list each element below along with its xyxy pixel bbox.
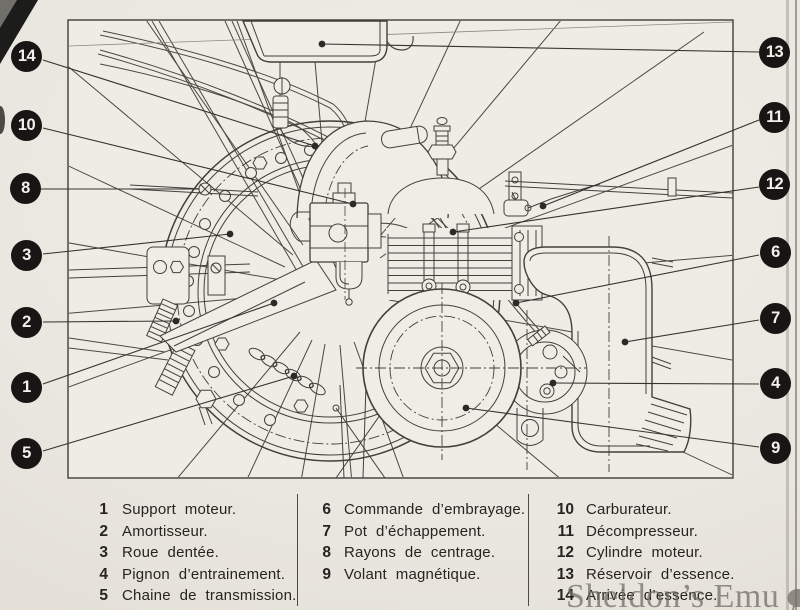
- callout-13: 13: [759, 37, 790, 68]
- ignition-coil: [380, 125, 428, 149]
- page-edge-shadow: [786, 0, 789, 610]
- legend-item-number: 9: [322, 565, 331, 583]
- callout-2: 2: [11, 307, 42, 338]
- support-arm: [159, 259, 337, 353]
- legend-item-label: Roue dentée.: [122, 544, 219, 562]
- callout-leader-lines: [41, 40, 760, 452]
- callout-5: 5: [11, 438, 42, 469]
- legend-item-number: 5: [99, 587, 108, 605]
- figure-frame-border: [67, 19, 734, 479]
- callout-4: 4: [760, 368, 791, 399]
- spark-plug: [427, 117, 457, 176]
- legend-item-number: 11: [557, 522, 574, 540]
- legend-item: 2 Amortisseur.: [88, 523, 297, 544]
- legend-item: 8 Rayons de centrage.: [315, 544, 528, 565]
- legend-column-3: 10 Carburateur. 11 Décompresseur. 12 Cylind…: [528, 494, 778, 606]
- legend-item-number: 4: [99, 565, 108, 583]
- callout-7: 7: [760, 303, 791, 334]
- carburetor: [289, 182, 382, 306]
- legend-item-number: 8: [322, 544, 331, 562]
- legend-item: 12 Cylindre moteur.: [548, 544, 778, 565]
- legend-item-label: Amortisseur.: [122, 522, 208, 540]
- legend-item-number: 6: [322, 501, 331, 518]
- legend-item: 4 Pignon d’entrainement.: [88, 566, 297, 587]
- drive-chain: [248, 347, 326, 396]
- legend-item: 7 Pot d’échappement.: [315, 523, 528, 544]
- callout-12: 12: [759, 169, 790, 200]
- legend-item-label: Réservoir d’essence.: [586, 565, 735, 583]
- callout-3: 3: [11, 240, 42, 271]
- legend: 1 Support moteur. 2 Amortisseur. 3 Roue den…: [0, 494, 800, 610]
- legend-item-label: Volant magnétique.: [344, 565, 481, 583]
- legend-item: 10 Carburateur.: [548, 501, 778, 522]
- page-edge-line: [795, 0, 797, 610]
- legend-column-2: 6 Commande d’embrayage. 7 Pot d’échappemen…: [297, 494, 528, 606]
- legend-item-number: 2: [99, 522, 108, 540]
- legend-item-label: Rayons de centrage.: [344, 544, 496, 562]
- exhaust-muffler: [523, 236, 692, 472]
- legend-item-label: Arrivée d’essence.: [586, 587, 718, 605]
- engine-mount: [68, 246, 337, 426]
- page-corner-mount: [0, 0, 38, 64]
- fuel-tank: [241, 20, 388, 179]
- callout-11: 11: [759, 102, 790, 133]
- clutch-cable: [526, 325, 581, 373]
- legend-item: 1 Support moteur.: [88, 501, 297, 522]
- legend-item-label: Pot d’échappement.: [344, 522, 486, 540]
- legend-column-1: 1 Support moteur. 2 Amortisseur. 3 Roue den…: [88, 494, 297, 606]
- callout-1: 1: [11, 372, 42, 403]
- legend-item: 13 Réservoir d’essence.: [548, 566, 778, 587]
- legend-item-number: 10: [556, 501, 574, 518]
- legend-item-label: Support moteur.: [122, 501, 237, 518]
- legend-item: 14 Arrivée d’essence.: [548, 587, 778, 608]
- legend-item: 5 Chaine de transmission.: [88, 587, 297, 608]
- legend-item: 9 Volant magnétique.: [315, 566, 528, 587]
- legend-item: 3 Roue dentée.: [88, 544, 297, 565]
- cylinder: [386, 223, 543, 301]
- callout-6: 6: [760, 237, 791, 268]
- legend-item: 11 Décompresseur.: [548, 523, 778, 544]
- shock-absorber-spring: [146, 298, 217, 426]
- legend-item-number: 3: [99, 544, 108, 562]
- legend-item-label: Chaine de transmission.: [122, 587, 297, 605]
- engine: [289, 117, 734, 306]
- legend-item-number: 12: [556, 544, 574, 562]
- legend-item-number: 13: [556, 565, 574, 583]
- legend-item-number: 7: [322, 522, 331, 540]
- legend-item-number: 14: [556, 587, 574, 605]
- legend-item: 6 Commande d’embrayage.: [315, 501, 528, 522]
- stand-brace: [332, 384, 389, 479]
- legend-item-label: Décompresseur.: [586, 522, 699, 540]
- legend-item-label: Commande d’embrayage.: [344, 501, 526, 518]
- magneto-flywheel: [356, 283, 586, 460]
- legend-item-label: Carburateur.: [586, 501, 672, 518]
- callout-9: 9: [760, 433, 791, 464]
- legend-item-label: Pignon d’entrainement.: [122, 565, 286, 583]
- callout-10: 10: [11, 110, 42, 141]
- callout-14: 14: [11, 41, 42, 72]
- legend-item-number: 1: [99, 501, 108, 518]
- callout-8: 8: [10, 173, 41, 204]
- legend-item-label: Cylindre moteur.: [586, 544, 703, 562]
- scan-smudge: [0, 106, 5, 134]
